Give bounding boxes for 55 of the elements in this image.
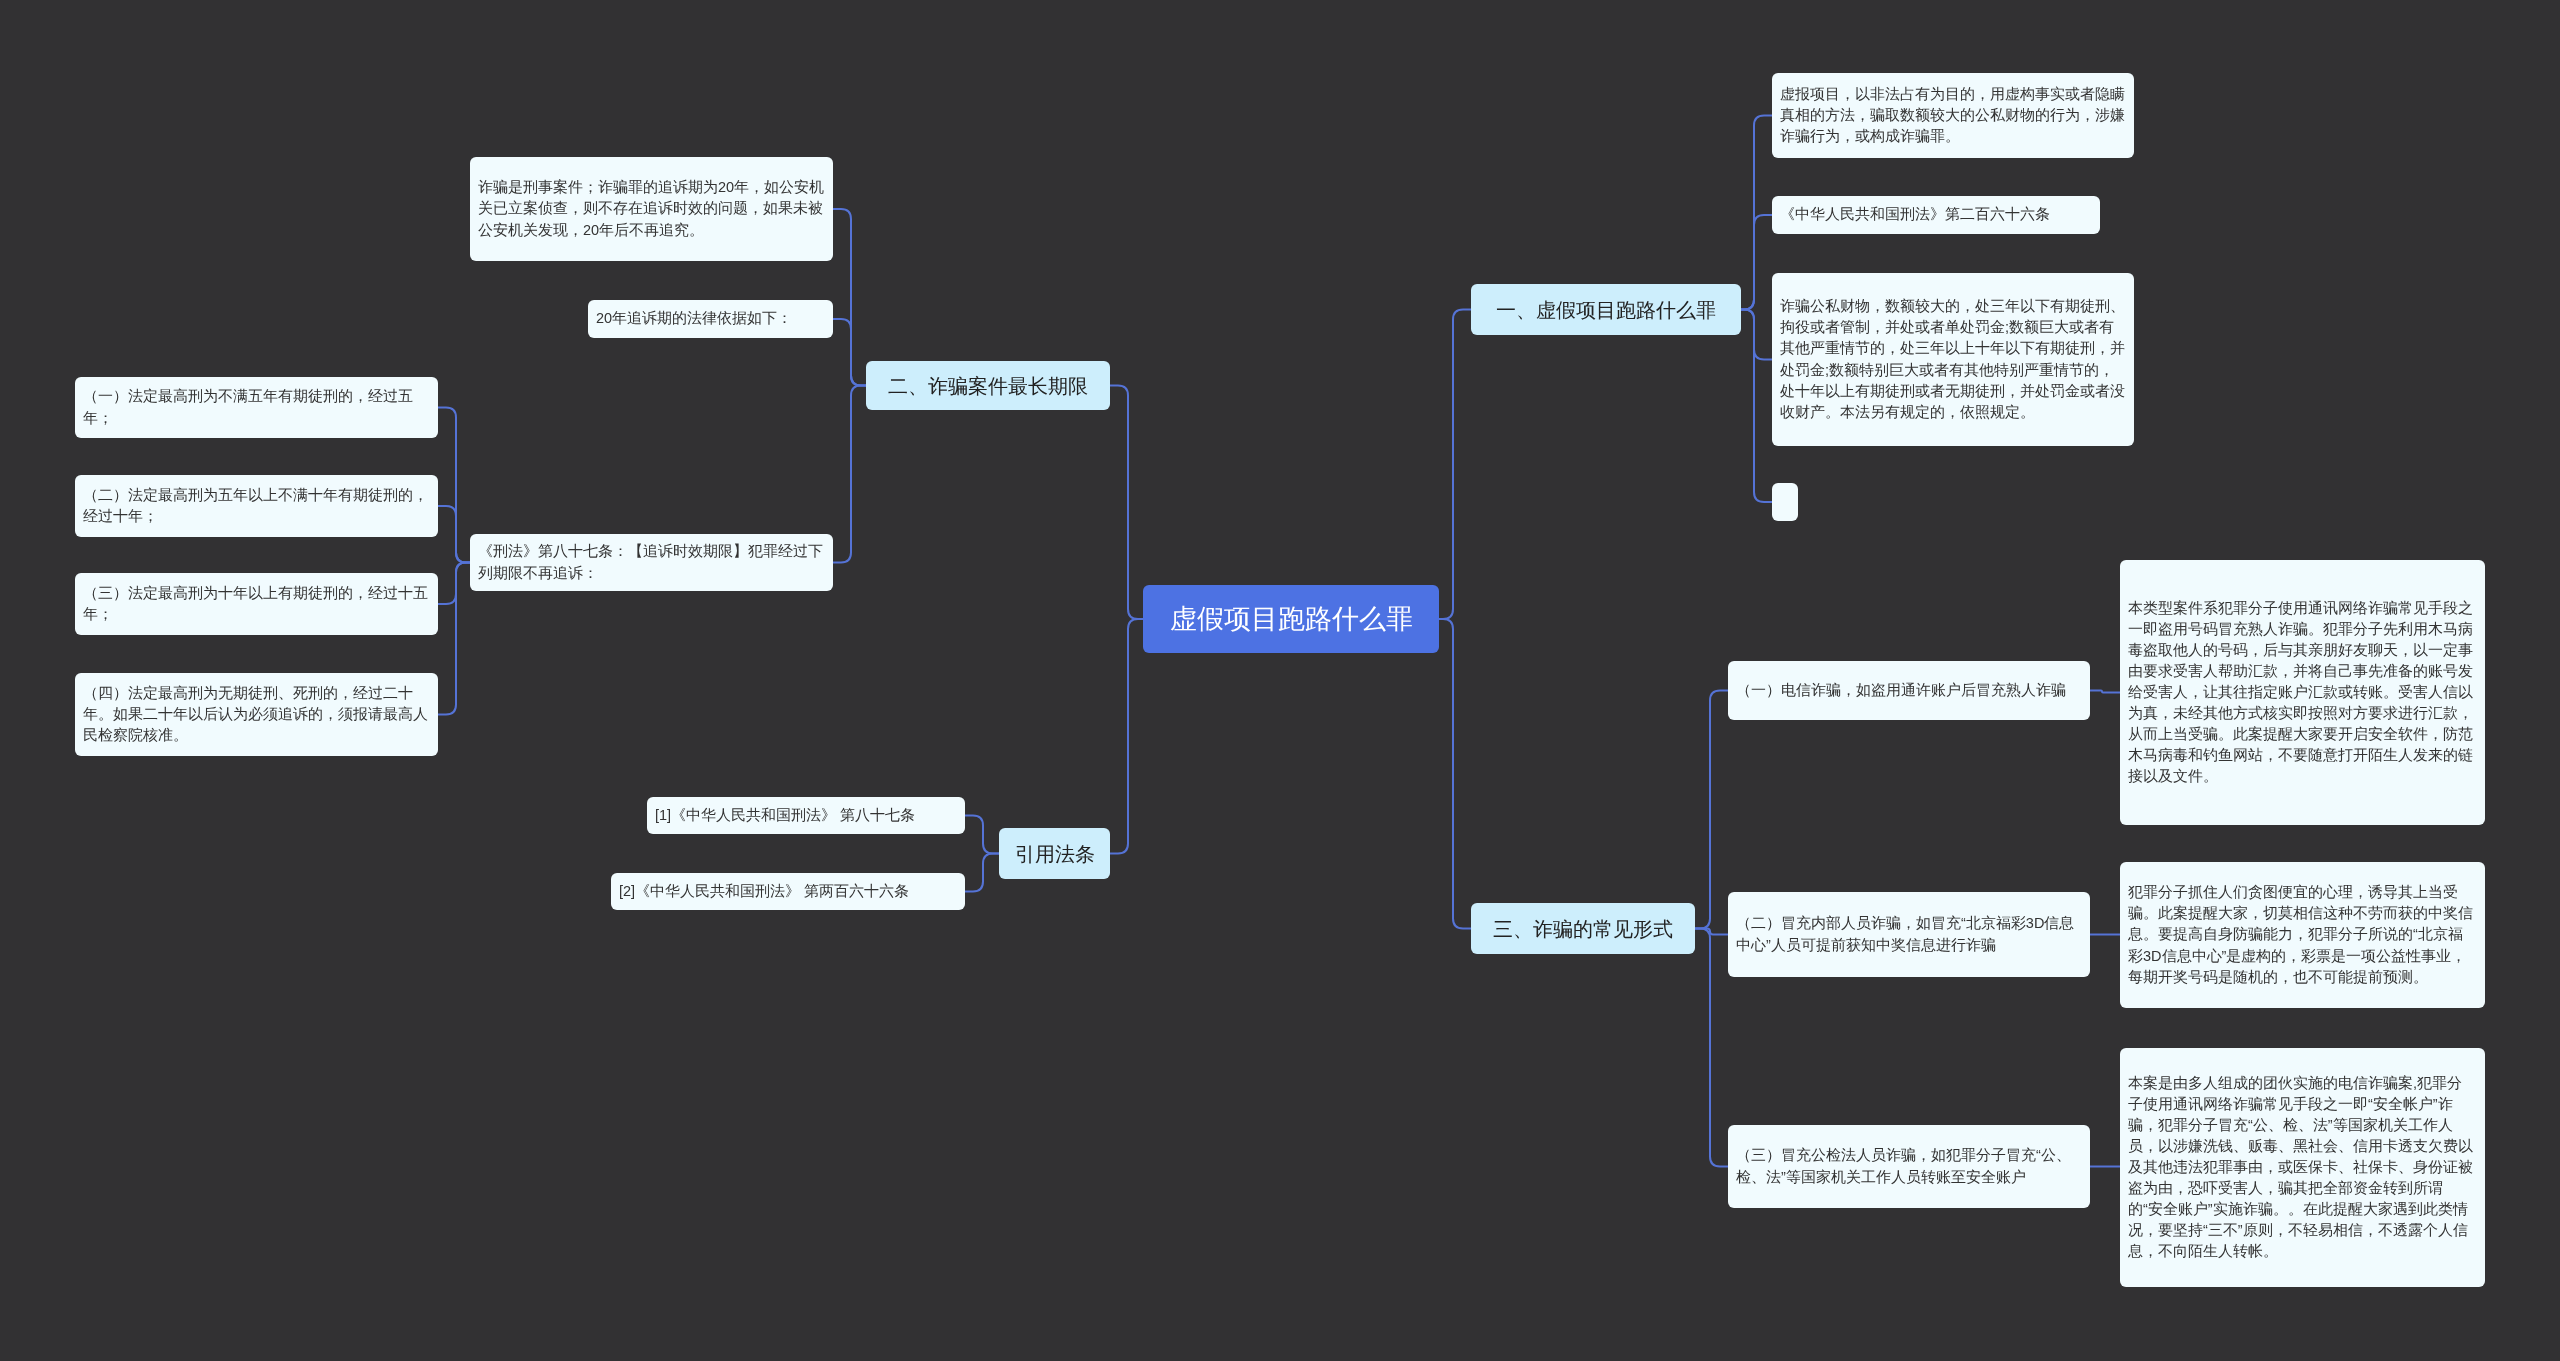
subtopic-box — [647, 797, 965, 834]
subtopic-box — [75, 377, 438, 438]
topic-text: 引用法条 — [1014, 841, 1095, 867]
topic-text: （四）法定最高刑为无期徒刑、死刑的，经过二十年。如果二十年以后认为必须追诉的，须报请最高人民检察院核准。 — [83, 683, 429, 745]
subtopic-box — [1772, 196, 2100, 234]
empty-topic-box — [1772, 483, 1798, 521]
subtopic-box — [2120, 560, 2485, 825]
topic-text: 二、诈骗案件最长期限 — [888, 373, 1088, 399]
subtopic-box — [1728, 661, 2090, 720]
topic-text: 《中华人民共和国刑法》第二百六十六条 — [1780, 205, 2050, 225]
subtopic-box — [2120, 862, 2485, 1008]
topic-text: 20年追诉期的法律依据如下： — [596, 309, 793, 329]
subtopic-box — [1772, 73, 2134, 158]
topic-text: 《刑法》第八十七条：【追诉时效期限】犯罪经过下列期限不再追诉： — [478, 542, 824, 583]
subtopic-box — [1728, 892, 2090, 977]
subtopic-box — [470, 534, 833, 591]
subtopic-box — [1772, 273, 2134, 446]
connector — [2089, 1165, 2121, 1168]
connector — [964, 852, 1000, 893]
connector — [2089, 933, 2121, 936]
subtopic-box — [75, 573, 438, 635]
topic-text: 虚假项目跑路什么罪 — [1169, 602, 1413, 636]
subtopic-box — [2120, 1048, 2485, 1287]
topic-text: 虚报项目，以非法占有为目的，用虚构事实或者隐瞒真相的方法，骗取数额较大的公私财物的行为，涉嫌诈骗行为，或构成诈骗罪。 — [1780, 84, 2126, 146]
branch-topic — [999, 828, 1110, 879]
topic-text: 一、虚假项目跑路什么罪 — [1496, 297, 1716, 323]
subtopic-box — [1728, 1125, 2090, 1208]
topic-text: 诈骗是刑事案件；诈骗罪的追诉期为20年，如公安机关已立案侦查，则不存在追诉时效的问题，如果未被公安机关发现，20年后不再追究。 — [478, 178, 825, 240]
branch-topic — [1471, 903, 1695, 954]
topic-text: [1]《中华人民共和国刑法》 第八十七条 — [655, 806, 916, 825]
subtopic-box — [75, 475, 438, 537]
branch-topic — [1471, 284, 1741, 335]
subtopic-box — [470, 157, 833, 261]
connector — [1109, 618, 1144, 855]
topic-text: 本类型案件系犯罪分子使用通讯网络诈骗常见手段之一即盗用号码冒充熟人诈骗。犯罪分子先利用木马病毒盗取他人的号码，后与其亲朋好友聊天，以一定事由要求受害人帮助汇款，并将自己事先准备的账号发给受害人，让其往指定账户汇款或转账。受害人信以为真，未经其他方式核实即按照对方要求进行汇款，从而上当受骗。此案提醒大家要开启安全软件，防范木马病毒和钓鱼网站，不要随意打开陌生人发来的链接以及文件。 — [2128, 598, 2474, 787]
topic-text: [2]《中华人民共和国刑法》 第两百六十六条 — [619, 882, 910, 901]
connector — [832, 384, 867, 564]
topic-text: 本案是由多人组成的团伙实施的电信诈骗案,犯罪分子使用通讯网络诈骗常见手段之一即“安全帐户”诈骗，犯罪分子冒充“公、检、法”等国家机关工作人员，以涉嫌洗钱、贩毒、黑社会、信用卡透支欠费以及其他违法犯罪事由，或医保卡、社保卡、身份证被盗为由，恐吓受害人，骗其把全部资金转到所谓的“安全账户”实施诈骗。。在此提醒大家遇到此类情况，要坚持“三不”原则，不轻易相信，不透露个人信息，不向陌生人转帐。 — [2128, 1073, 2474, 1262]
subtopic-box — [588, 300, 833, 338]
topic-text: （二）冒充内部人员诈骗，如冒充“北京福彩3D信息中心”人员可提前获知中奖信息进行诈骗 — [1736, 914, 2076, 955]
topic-text: 诈骗公私财物，数额较大的，处三年以下有期徒刑、拘役或者管制，并处或者单处罚金;数额巨大或者有其他严重情节的，处三年以上十年以下有期徒刑，并处罚金;数额特别巨大或者有其他特别严重情节的，处十年以上有期徒刑或者无期徒刑，并处罚金或者没收财产。本法另有规定的，依照规定。 — [1780, 297, 2126, 422]
connector — [1694, 927, 1729, 1168]
topic-text: （一）法定最高刑为不满五年有期徒刑的，经过五年； — [83, 387, 414, 428]
connector — [437, 561, 471, 716]
topic-text: （三）冒充公检法人员诈骗，如犯罪分子冒充“公、检、法”等国家机关工作人员转账至安全账户 — [1736, 1146, 2072, 1187]
central-topic — [1143, 585, 1439, 653]
topic-text: （二）法定最高刑为五年以上不满十年有期徒刑的，经过十年； — [83, 486, 429, 526]
topic-text: （三）法定最高刑为十年以上有期徒刑的，经过十五年； — [83, 584, 429, 624]
topic-text: 三、诈骗的常见形式 — [1493, 916, 1673, 942]
subtopic-box — [75, 673, 438, 756]
topic-text: 犯罪分子抓住人们贪图便宜的心理，诱导其上当受骗。此案提醒大家，切莫相信这种不劳而获的中奖信息。要提高自身防骗能力，犯罪分子所说的“北京福彩3D信息中心”是虚构的，彩票是一项公益性事业，每期开奖号码是随机的，也不可能提前预测。 — [2128, 883, 2474, 987]
subtopic-box — [611, 873, 965, 910]
topic-text: （一）电信诈骗，如盗用通许账户后冒充熟人诈骗 — [1736, 681, 2066, 700]
branch-topic — [866, 361, 1110, 410]
connector — [2089, 689, 2121, 694]
